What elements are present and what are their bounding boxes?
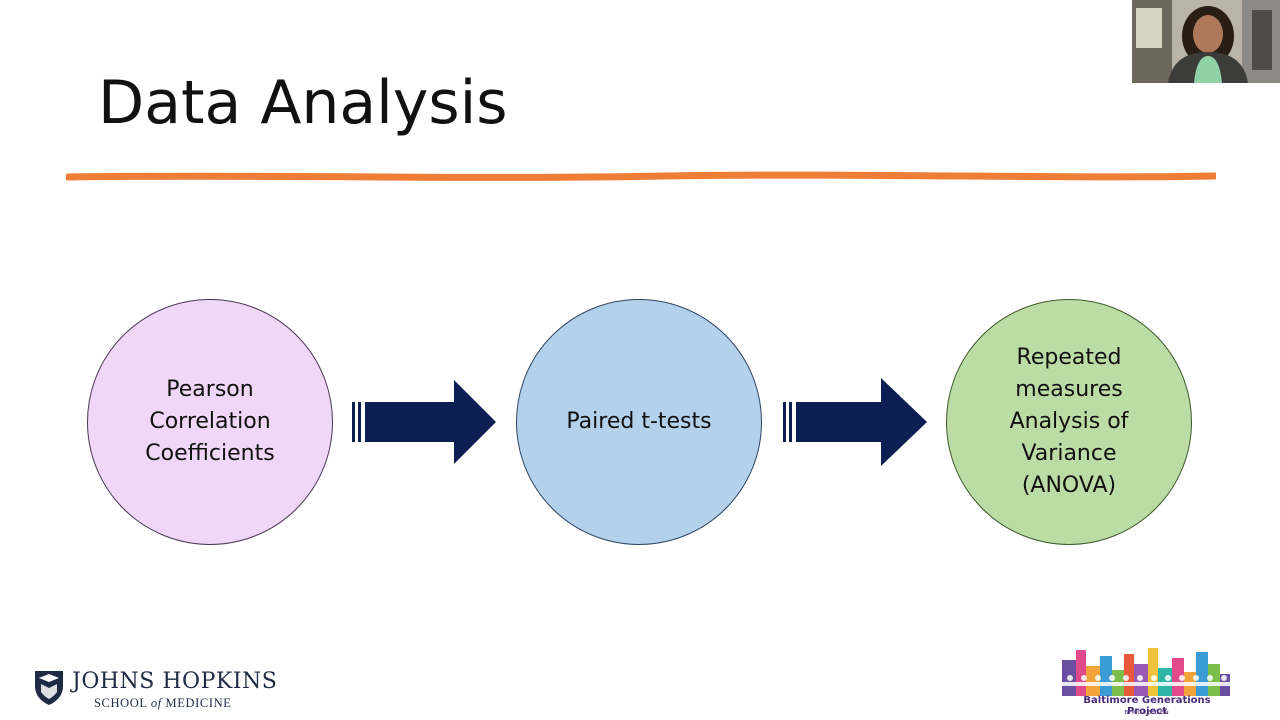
baltimore-generations-skyline-icon xyxy=(1060,648,1232,696)
bmore-gen-tagline: B'MORE GEN xyxy=(1124,710,1170,716)
step-circle-pearson: Pearson Correlation Coefficients xyxy=(87,299,333,545)
slide-title: Data Analysis xyxy=(98,68,508,138)
arrow-right-icon xyxy=(783,378,927,466)
step-circle-paired-t-tests: Paired t-tests xyxy=(516,299,762,545)
title-underline xyxy=(66,171,1216,181)
johns-hopkins-shield-icon xyxy=(35,671,63,705)
step-label: Paired t-tests xyxy=(566,409,712,434)
step-label: Repeated measures Analysis of Variance (… xyxy=(1009,345,1129,498)
presenter-video-thumbnail xyxy=(1132,0,1280,83)
baltimore-generations-wordmark: Baltimore Generations Project xyxy=(1083,695,1211,717)
johns-hopkins-wordmark: JOHNS HOPKINS xyxy=(72,669,278,694)
school-of-medicine-wordmark: SCHOOL of MEDICINE xyxy=(94,696,232,710)
step-label: Pearson Correlation Coefficients xyxy=(145,377,275,466)
arrow-right-icon xyxy=(352,380,496,464)
step-circle-anova: Repeated measures Analysis of Variance (… xyxy=(946,299,1192,545)
